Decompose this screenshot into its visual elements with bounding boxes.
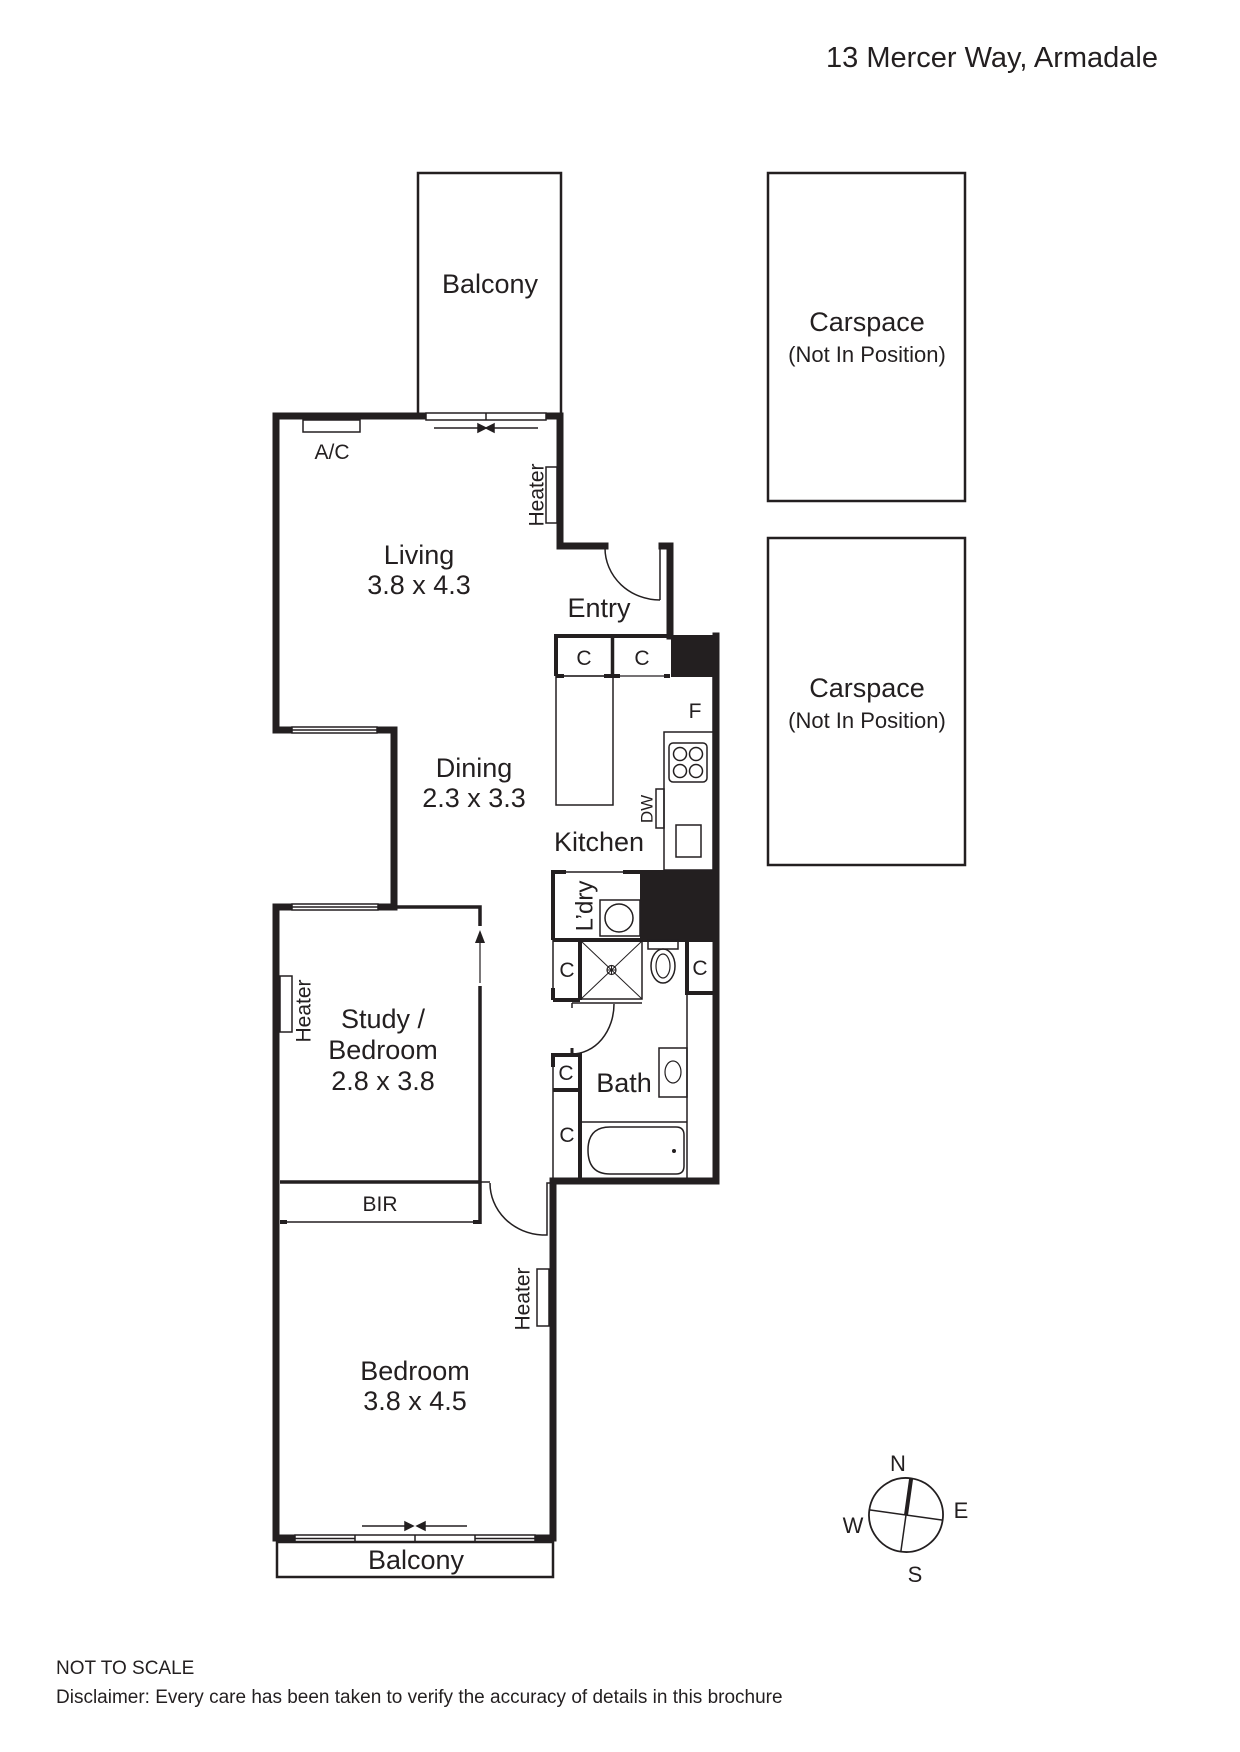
bedroom-dims: 3.8 x 4.5 [363, 1386, 467, 1416]
heater-living [545, 466, 558, 524]
north-needle [904, 1478, 914, 1516]
duct-block-lower [640, 870, 719, 940]
vanity-basin [658, 1047, 688, 1098]
heater-study [279, 975, 293, 1033]
cupboard-label: C [559, 1124, 574, 1147]
entry-label: Entry [567, 593, 631, 623]
balcony-bottom [275, 1540, 555, 1579]
kitchen-sink-icon [675, 824, 702, 858]
carspace-1-label: Carspace [809, 307, 925, 337]
ac-label: A/C [314, 441, 349, 464]
carspace-2 [766, 536, 967, 867]
carspace-1-note: (Not In Position) [788, 342, 946, 367]
heater-bedroom [536, 1268, 550, 1327]
fridge-label: F [689, 700, 702, 723]
exterior-walls [272, 412, 720, 1542]
entry-cupboards [554, 634, 670, 678]
balcony-bottom-label: Balcony [368, 1545, 465, 1575]
bath-label: Bath [596, 1068, 652, 1098]
shower [580, 940, 643, 1000]
cupboard-label: C [692, 957, 707, 980]
compass-rose [868, 1477, 944, 1553]
compass-west-label: W [843, 1513, 864, 1538]
kitchen-label: Kitchen [554, 827, 644, 857]
compass-north-label: N [890, 1451, 906, 1476]
living-label: Living [384, 540, 455, 570]
windows [291, 412, 547, 1543]
toilet-icon [650, 948, 676, 984]
bedroom-label: Bedroom [360, 1356, 470, 1386]
cupboard-label: C [576, 647, 591, 670]
disclaimer-text: Disclaimer: Every care has been taken to… [56, 1687, 783, 1708]
compass-east-label: E [954, 1498, 969, 1523]
dishwasher-label: DW [637, 795, 656, 823]
carspace-2-note: (Not In Position) [788, 708, 946, 733]
island-bench [555, 675, 614, 806]
washing-machine [599, 899, 641, 937]
heater-bedroom-label: Heater [512, 1267, 535, 1330]
kitchen-bench [655, 676, 714, 871]
dishwasher [655, 788, 665, 829]
laundry-label: L’dry [571, 881, 598, 932]
study-partition [394, 905, 485, 1183]
study-dims: 2.8 x 3.8 [331, 1066, 435, 1096]
study-label-line2: Bedroom [328, 1035, 438, 1065]
carspace-1 [766, 171, 967, 503]
ac-unit [302, 419, 361, 433]
carspace-2-label: Carspace [809, 673, 925, 703]
sliding-door-arrow-icon [475, 930, 485, 943]
heater-living-label: Heater [526, 463, 549, 526]
cupboard-label: C [559, 959, 574, 982]
duct-block-upper [671, 635, 719, 677]
bathtub-icon [587, 1126, 685, 1175]
dining-label: Dining [436, 753, 513, 783]
bir-label: BIR [362, 1193, 397, 1216]
living-dims: 3.8 x 4.3 [367, 570, 471, 600]
bir-robe [280, 1180, 553, 1236]
cupboard-label: C [558, 1062, 573, 1085]
balcony-top-label: Balcony [442, 269, 539, 299]
cupboard-label: C [634, 647, 649, 670]
compass-south-label: S [908, 1562, 923, 1587]
study-label-line1: Study / [341, 1004, 426, 1034]
dining-dims: 2.3 x 3.3 [422, 783, 526, 813]
not-to-scale-note: NOT TO SCALE [56, 1658, 195, 1679]
heater-study-label: Heater [293, 979, 316, 1042]
bathroom [551, 939, 713, 1180]
property-address: 13 Mercer Way, Armadale [826, 42, 1158, 74]
sliding-door-arrows [362, 422, 538, 1532]
entry-door [604, 547, 661, 601]
cooktop-icon [668, 742, 708, 783]
